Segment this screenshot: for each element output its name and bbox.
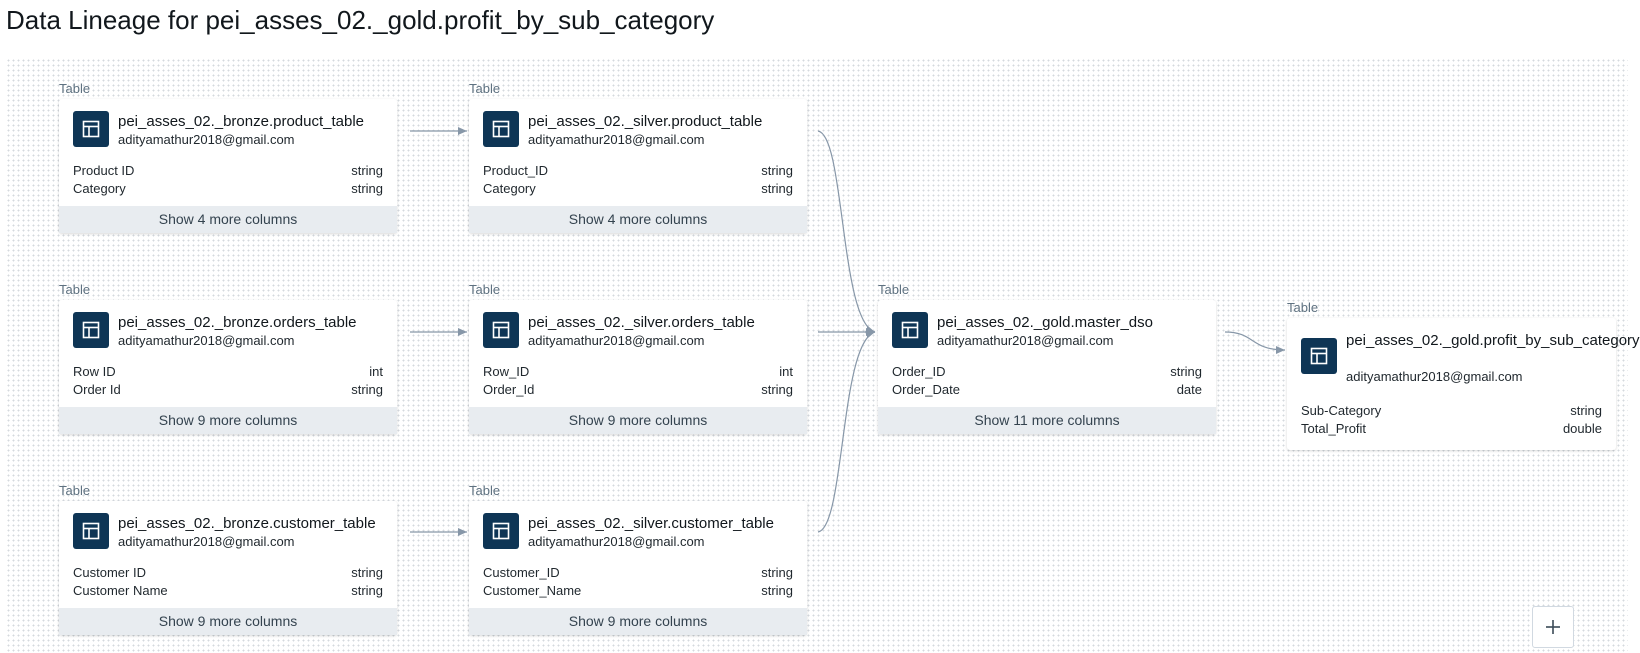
- table-owner: adityamathur2018@gmail.com: [118, 132, 295, 147]
- column-type: string: [1170, 364, 1202, 379]
- table-name[interactable]: pei_asses_02._silver.customer_table: [528, 515, 774, 532]
- table-name[interactable]: pei_asses_02._silver.product_table: [528, 113, 763, 130]
- column-type: int: [369, 364, 383, 379]
- column-type: string: [761, 382, 793, 397]
- column-name: Row_ID: [483, 364, 530, 379]
- node-type-label: Table: [59, 282, 91, 297]
- table-name[interactable]: pei_asses_02._gold.profit_by_sub_categor…: [1346, 332, 1640, 349]
- column-row: Row ID int: [73, 363, 383, 381]
- table-node-gold-profit-by-sub-category[interactable]: pei_asses_02._gold.profit_by_sub_categor…: [1287, 318, 1640, 450]
- column-type: string: [351, 565, 383, 580]
- column-name: Order_ID: [892, 364, 946, 379]
- node-type-label: Table: [469, 81, 501, 96]
- table-name[interactable]: pei_asses_02._bronze.customer_table: [118, 515, 376, 532]
- show-more-columns-button[interactable]: Show 9 more columns: [59, 407, 397, 434]
- table-name[interactable]: pei_asses_02._bronze.orders_table: [118, 314, 357, 331]
- show-more-columns-button[interactable]: Show 9 more columns: [469, 407, 807, 434]
- column-row: Customer_ID string: [483, 564, 793, 582]
- column-row: Product ID string: [73, 162, 383, 180]
- column-row: Product_ID string: [483, 162, 793, 180]
- column-type: string: [1570, 403, 1602, 418]
- column-type: string: [761, 181, 793, 196]
- column-row: Row_ID int: [483, 363, 793, 381]
- column-row: Total_Profit double: [1301, 420, 1602, 438]
- column-row: Customer ID string: [73, 564, 383, 582]
- column-type: string: [761, 163, 793, 178]
- column-name: Total_Profit: [1301, 421, 1367, 436]
- table-owner: adityamathur2018@gmail.com: [1346, 369, 1523, 384]
- table-node-gold-master-dso[interactable]: pei_asses_02._gold.master_dso adityamath…: [878, 300, 1216, 434]
- column-type: string: [351, 163, 383, 178]
- node-type-label: Table: [1287, 300, 1319, 315]
- column-name: Category: [73, 181, 126, 196]
- table-grid-icon: [483, 312, 519, 348]
- table-name[interactable]: pei_asses_02._gold.master_dso: [937, 314, 1153, 331]
- column-name: Order_Date: [892, 382, 960, 397]
- show-more-columns-button[interactable]: Show 9 more columns: [59, 608, 397, 635]
- column-row: Order_ID string: [892, 363, 1202, 381]
- column-type: date: [1176, 382, 1202, 397]
- column-type: double: [1562, 421, 1602, 436]
- column-name: Sub-Category: [1301, 403, 1382, 418]
- column-name: Customer_Name: [483, 583, 582, 598]
- table-grid-icon: [483, 513, 519, 549]
- table-owner: adityamathur2018@gmail.com: [528, 333, 705, 348]
- column-type: string: [351, 181, 383, 196]
- column-name: Category: [483, 181, 536, 196]
- column-type: string: [761, 565, 793, 580]
- column-row: Customer_Name string: [483, 582, 793, 600]
- column-row: Order_Date date: [892, 381, 1202, 399]
- table-node-silver-product[interactable]: pei_asses_02._silver.product_table adity…: [469, 99, 807, 233]
- column-name: Product_ID: [483, 163, 549, 178]
- zoom-in-button[interactable]: [1532, 606, 1574, 648]
- table-owner: adityamathur2018@gmail.com: [528, 132, 705, 147]
- column-name: Product ID: [73, 163, 135, 178]
- column-name: Row ID: [73, 364, 116, 379]
- column-type: string: [761, 583, 793, 598]
- table-owner: adityamathur2018@gmail.com: [937, 333, 1114, 348]
- column-row: Sub-Category string: [1301, 402, 1602, 420]
- page-title: Data Lineage for pei_asses_02._gold.prof…: [6, 5, 715, 35]
- column-row: Order Id string: [73, 381, 383, 399]
- show-more-columns-button[interactable]: Show 11 more columns: [878, 407, 1216, 434]
- column-row: Customer Name string: [73, 582, 383, 600]
- table-owner: adityamathur2018@gmail.com: [118, 333, 295, 348]
- show-more-columns-button[interactable]: Show 4 more columns: [59, 206, 397, 233]
- table-grid-icon: [1301, 338, 1337, 374]
- column-name: Order Id: [73, 382, 121, 397]
- table-node-bronze-orders[interactable]: pei_asses_02._bronze.orders_table aditya…: [59, 300, 397, 434]
- table-node-silver-customer[interactable]: pei_asses_02._silver.customer_table adit…: [469, 501, 807, 635]
- table-name[interactable]: pei_asses_02._bronze.product_table: [118, 113, 365, 130]
- column-row: Category string: [483, 180, 793, 198]
- column-name: Customer_ID: [483, 565, 560, 580]
- show-more-columns-button[interactable]: Show 4 more columns: [469, 206, 807, 233]
- column-row: Category string: [73, 180, 383, 198]
- table-grid-icon: [73, 312, 109, 348]
- table-grid-icon: [73, 111, 109, 147]
- column-name: Customer Name: [73, 583, 168, 598]
- show-more-columns-button[interactable]: Show 9 more columns: [469, 608, 807, 635]
- node-type-label: Table: [878, 282, 910, 297]
- table-owner: adityamathur2018@gmail.com: [528, 534, 705, 549]
- table-node-silver-orders[interactable]: pei_asses_02._silver.orders_table aditya…: [469, 300, 807, 434]
- node-type-label: Table: [469, 483, 501, 498]
- column-type: int: [779, 364, 793, 379]
- table-grid-icon: [483, 111, 519, 147]
- node-type-label: Table: [469, 282, 501, 297]
- column-row: Order_Id string: [483, 381, 793, 399]
- column-type: string: [351, 583, 383, 598]
- table-grid-icon: [73, 513, 109, 549]
- table-node-bronze-customer[interactable]: pei_asses_02._bronze.customer_table adit…: [59, 501, 397, 635]
- node-type-label: Table: [59, 483, 91, 498]
- column-name: Customer ID: [73, 565, 146, 580]
- table-grid-icon: [892, 312, 928, 348]
- plus-icon: [1546, 620, 1560, 634]
- table-name[interactable]: pei_asses_02._silver.orders_table: [528, 314, 755, 331]
- column-type: string: [351, 382, 383, 397]
- table-owner: adityamathur2018@gmail.com: [118, 534, 295, 549]
- column-name: Order_Id: [483, 382, 535, 397]
- node-type-label: Table: [59, 81, 91, 96]
- table-node-bronze-product[interactable]: pei_asses_02._bronze.product_table adity…: [59, 99, 397, 233]
